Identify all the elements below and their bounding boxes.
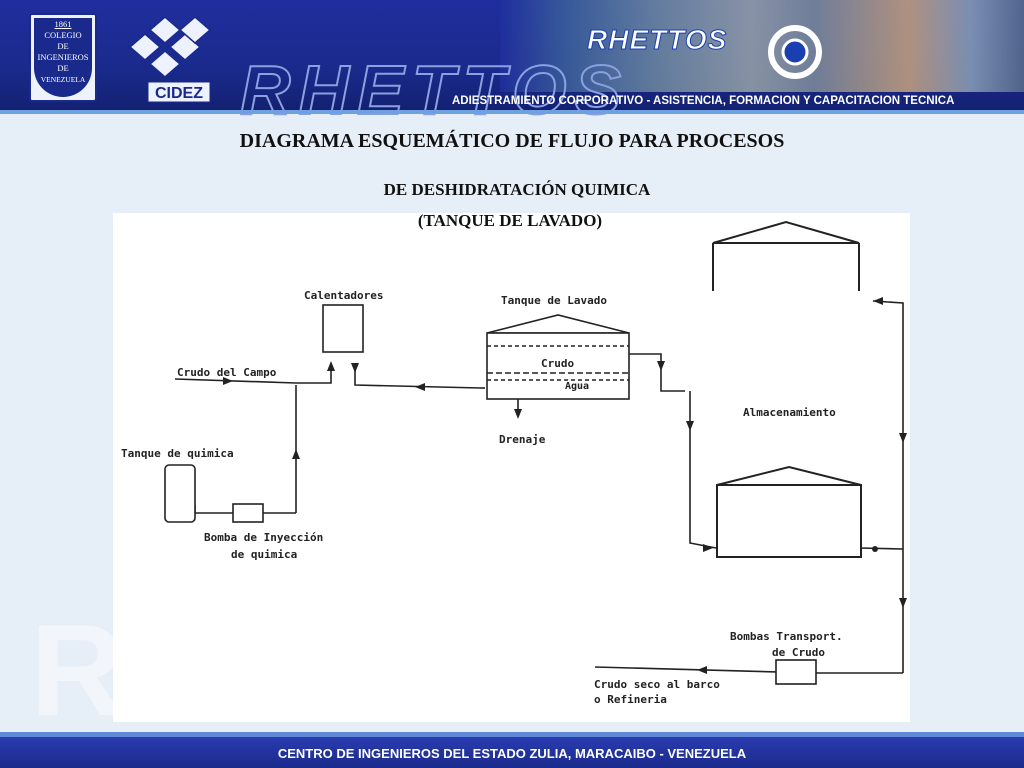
label-bomba-line2: de quimica [231, 548, 297, 561]
label-calentadores: Calentadores [304, 289, 383, 302]
bomba-inyeccion-box [232, 503, 264, 523]
label-bombas-line1: Bombas Transport. [730, 630, 843, 643]
seal-line4: DE [57, 63, 69, 73]
line-pump-to-ship [594, 666, 903, 674]
footer-text: CENTRO DE INGENIEROS DEL ESTADO ZULIA, M… [277, 746, 747, 761]
arrow-from-calentador [351, 363, 359, 373]
storage-tank-top [712, 220, 860, 291]
seal-line5: VENEZUELA [40, 75, 86, 84]
label-agua: Agua [565, 381, 589, 392]
arrow-into-storage [703, 544, 713, 552]
header-watermark: RHETTOS [239, 50, 630, 130]
footer-bar: CENTRO DE INGENIEROS DEL ESTADO ZULIA, M… [0, 737, 1024, 768]
arrow-to-calentador [327, 361, 335, 371]
rhettos-brand: RHETTOS [586, 24, 728, 56]
title-line1: DIAGRAMA ESQUEMÁTICO DE FLUJO PARA PROCE… [239, 130, 785, 152]
tanque-lavado [486, 314, 630, 400]
arrow-crudo-campo [223, 377, 233, 385]
label-drenaje: Drenaje [499, 433, 546, 446]
seal-line3: INGENIEROS [37, 52, 89, 62]
calentadores-box [322, 304, 364, 353]
header-photo-collage [500, 0, 1024, 92]
arrow-main-into-tank [415, 383, 425, 391]
label-tanque-quimica: Tanque de quimica [121, 447, 234, 460]
label-tanque-lavado: Tanque de Lavado [501, 294, 607, 307]
seal-line2: DE [57, 41, 69, 51]
arrow-down-to-storage [686, 421, 694, 431]
line-to-calentador [296, 365, 332, 384]
bombas-transport-box [775, 659, 817, 685]
cidez-logo: CIDEZ [128, 16, 212, 103]
line-from-calentador [354, 365, 482, 389]
arrow-wash-outlet [657, 361, 665, 371]
footer-stripe [0, 732, 1024, 737]
colegio-ingenieros-seal: 1861 COLEGIO DE INGENIEROS DE VENEZUELA [29, 13, 97, 102]
label-almacenamiento: Almacenamiento [743, 406, 836, 419]
tanque-quimica-box [164, 464, 196, 523]
flow-diagram: Calentadores Tanque de Lavado Crudo Agua… [121, 220, 907, 706]
line-crudo-campo [174, 378, 297, 384]
title-line2: DE DESHIDRATACIÓN QUIMICA [383, 180, 651, 199]
line-quimica-to-bomba [194, 505, 233, 514]
line-storage-to-pumps [872, 300, 904, 673]
rhettos-swirl-icon [768, 25, 822, 79]
arrow-right-down2 [899, 598, 907, 608]
line-to-storage [689, 391, 717, 549]
flow-diagram-panel: Calentadores Tanque de Lavado Crudo Agua… [113, 213, 910, 722]
storage-tank-bottom [716, 465, 862, 558]
arrow-drenaje [514, 409, 522, 419]
header-tagline: ADIESTRAMIENTO CORPORATIVO - ASISTENCIA,… [452, 95, 955, 107]
label-crudo-tanque: Crudo [541, 357, 574, 370]
seal-line1: COLEGIO [44, 30, 82, 40]
label-crudo-seco-line1: Crudo seco al barco [594, 678, 720, 691]
arrow-storage-in [873, 297, 883, 305]
line-wash-outlet [628, 353, 685, 392]
label-crudo-campo: Crudo del Campo [177, 366, 277, 379]
title-line3: (TANQUE DE LAVADO) [417, 211, 603, 230]
label-crudo-seco-line2: o Refineria [594, 693, 667, 706]
seal-year: 1861 [54, 19, 72, 29]
cidez-label: CIDEZ [155, 85, 203, 102]
junction-storage [872, 546, 878, 552]
header-banner: RHETTOS 1861 COLEGIO DE INGENIEROS DE VE… [0, 0, 1024, 130]
arrow-to-ship [697, 666, 707, 674]
line-storage-bottom [858, 547, 904, 550]
arrow-right-down1 [899, 433, 907, 443]
label-bombas-line2: de Crudo [772, 646, 825, 659]
header-stripe [0, 110, 1024, 114]
arrow-injection-up [292, 449, 300, 459]
label-bomba-line1: Bomba de Inyección [204, 531, 323, 544]
